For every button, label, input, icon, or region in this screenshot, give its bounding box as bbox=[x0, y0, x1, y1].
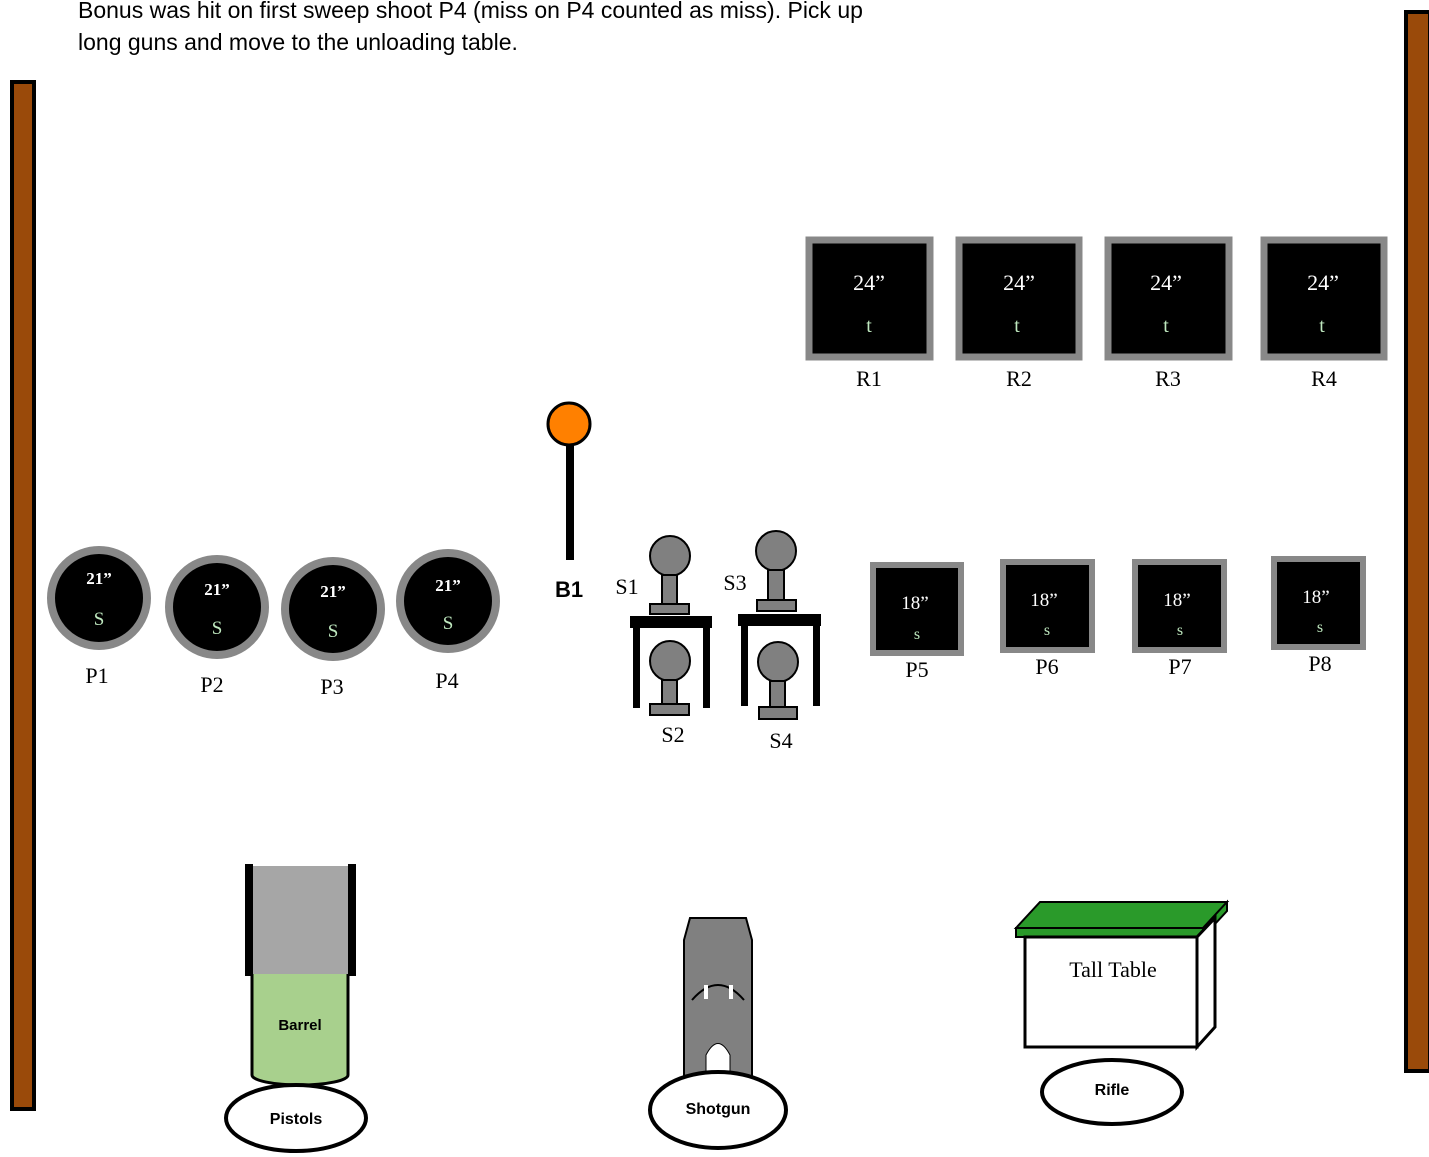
pistol-target-label: P3 bbox=[320, 674, 343, 699]
pistol-target-p8: 18” s P8 bbox=[1274, 559, 1363, 676]
pistol-target-size: 21” bbox=[320, 582, 346, 601]
rifle-target-label: R4 bbox=[1311, 366, 1337, 391]
barrel-prop: Barrel bbox=[245, 864, 356, 1085]
bonus-label: B1 bbox=[555, 577, 583, 602]
rifle-target-r2: 24” t R2 bbox=[959, 240, 1079, 391]
pistol-target-p2: 21” S P2 bbox=[169, 559, 265, 697]
rifle-target-letter: t bbox=[866, 315, 872, 337]
rifle-target-label: R2 bbox=[1006, 366, 1032, 391]
shotgun-target-label: S1 bbox=[615, 574, 638, 599]
shotgun-target-s1: S1 bbox=[615, 536, 690, 614]
station-pistols: Pistols bbox=[226, 1085, 366, 1151]
tall-table-prop: Tall Table bbox=[1016, 902, 1227, 1047]
rifle-target-letter: t bbox=[1319, 315, 1325, 337]
bonus-target-b1: B1 bbox=[548, 403, 590, 602]
pistol-target-letter: S bbox=[328, 621, 339, 642]
pistol-target-size: 21” bbox=[435, 576, 461, 595]
pistol-target-size: 18” bbox=[1302, 587, 1329, 608]
pistol-target-letter: s bbox=[1177, 622, 1183, 639]
station-label: Shotgun bbox=[686, 1101, 751, 1118]
pistol-target-p1: 21” S P1 bbox=[51, 550, 147, 688]
shotgun-holder-prop bbox=[684, 918, 752, 1078]
rifle-target-r4: 24” t R4 bbox=[1264, 240, 1384, 391]
pistol-target-label: P7 bbox=[1168, 654, 1191, 679]
rifle-target-r1: 24” t R1 bbox=[809, 240, 930, 391]
pistol-target-size: 18” bbox=[1030, 590, 1057, 611]
station-label: Rifle bbox=[1095, 1082, 1130, 1099]
pistol-target-size: 21” bbox=[204, 580, 230, 599]
right-wall bbox=[1406, 12, 1429, 1071]
rifle-target-r3: 24” t R3 bbox=[1108, 240, 1229, 391]
pistol-target-size: 21” bbox=[86, 569, 112, 588]
pistol-target-letter: s bbox=[1044, 622, 1050, 639]
shotgun-target-label: S2 bbox=[661, 722, 684, 747]
shotgun-target-label: S3 bbox=[723, 570, 746, 595]
pistol-target-letter: S bbox=[212, 618, 223, 639]
pistol-target-letter: s bbox=[1317, 619, 1323, 636]
pistol-target-letter: S bbox=[94, 609, 105, 630]
pistol-target-label: P6 bbox=[1035, 654, 1058, 679]
pistol-target-label: P5 bbox=[905, 657, 928, 682]
rifle-target-size: 24” bbox=[1003, 270, 1035, 295]
rifle-target-size: 24” bbox=[1150, 270, 1182, 295]
rifle-target-size: 24” bbox=[1307, 270, 1339, 295]
shotgun-target-label: S4 bbox=[769, 728, 792, 753]
pistol-target-p7: 18” s P7 bbox=[1135, 562, 1224, 679]
rifle-target-label: R1 bbox=[856, 366, 882, 391]
barrel-label: Barrel bbox=[278, 1017, 321, 1034]
rifle-target-letter: t bbox=[1163, 315, 1169, 337]
tall-table-label: Tall Table bbox=[1069, 957, 1157, 982]
bonus-ball bbox=[548, 403, 590, 445]
shotgun-target-s4: S4 bbox=[758, 642, 798, 753]
pistol-target-letter: s bbox=[914, 626, 920, 643]
pistol-target-p6: 18” s P6 bbox=[1003, 562, 1092, 679]
pistol-target-size: 18” bbox=[1163, 590, 1190, 611]
rifle-target-letter: t bbox=[1014, 315, 1020, 337]
pistol-target-label: P8 bbox=[1308, 651, 1331, 676]
pistol-target-size: 18” bbox=[901, 593, 928, 614]
station-shotgun: Shotgun bbox=[650, 1072, 786, 1148]
rifle-target-label: R3 bbox=[1155, 366, 1181, 391]
station-label: Pistols bbox=[270, 1111, 323, 1128]
pistol-target-letter: S bbox=[443, 613, 454, 634]
pistol-target-label: P2 bbox=[200, 672, 223, 697]
pistol-target-p5: 18” s P5 bbox=[873, 565, 961, 682]
left-wall bbox=[12, 82, 34, 1109]
pistol-target-label: P4 bbox=[435, 668, 458, 693]
station-rifle: Rifle bbox=[1042, 1060, 1182, 1124]
pistol-target-label: P1 bbox=[85, 663, 108, 688]
shotgun-target-s2: S2 bbox=[650, 641, 690, 747]
rifle-target-size: 24” bbox=[853, 270, 885, 295]
pistol-target-p4: 21” S P4 bbox=[400, 553, 496, 693]
pistol-target-p3: 21” S P3 bbox=[285, 561, 381, 699]
shotgun-target-s3: S3 bbox=[723, 531, 796, 611]
